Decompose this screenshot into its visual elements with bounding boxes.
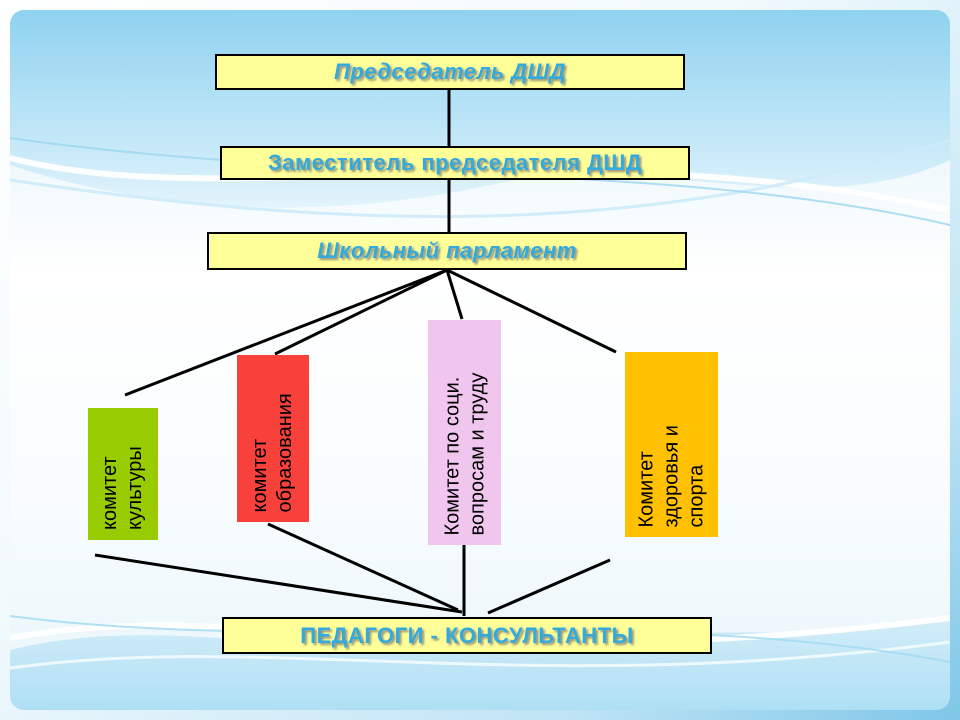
committee-label-health: Комитет здоровья и спорта xyxy=(635,424,707,527)
connector-parliament-social xyxy=(445,269,464,320)
chairman-label: Председатель ДШД xyxy=(334,59,566,84)
connector-lines xyxy=(94,90,617,616)
connector-parliament-culture xyxy=(124,268,448,397)
committee-label-social: Комитет по соци. вопросам и труду xyxy=(440,372,488,535)
committee-box-social: Комитет по соци. вопросам и труду xyxy=(428,320,501,545)
teachers-consultants-box: ПЕДАГОГИ - КОНСУЛЬТАНТЫ xyxy=(222,617,712,654)
teachers-consultants-label: ПЕДАГОГИ - КОНСУЛЬТАНТЫ xyxy=(300,622,634,648)
committee-label-culture: комитет культуры xyxy=(99,446,146,530)
committee-box-health: Комитет здоровья и спорта xyxy=(625,352,718,537)
parliament-box: Школьный парламент xyxy=(207,232,687,270)
top-wave-line-light xyxy=(10,138,950,218)
committee-box-education: комитет образования xyxy=(237,355,309,522)
connector-education-teachers xyxy=(267,522,459,612)
committee-box-culture: комитет культуры xyxy=(88,408,158,540)
connector-parliament-health xyxy=(446,268,617,354)
slide-canvas: Председатель ДШД Заместитель председател… xyxy=(10,10,950,710)
connector-health-teachers xyxy=(487,558,611,615)
deputy-label: Заместитель председателя ДШД xyxy=(267,150,643,175)
committee-label-education: комитет образования xyxy=(249,392,296,512)
connector-culture-teachers xyxy=(94,553,463,614)
bottom-wave-line-light xyxy=(10,640,950,670)
parliament-label: Школьный парламент xyxy=(317,238,577,263)
connector-parliament-education xyxy=(274,268,448,356)
chairman-box: Председатель ДШД xyxy=(215,54,685,90)
deputy-box: Заместитель председателя ДШД xyxy=(220,146,690,180)
